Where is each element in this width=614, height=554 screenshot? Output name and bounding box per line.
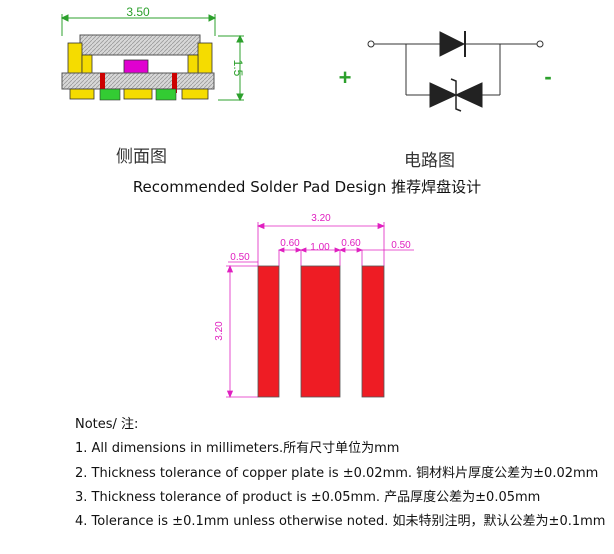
diode-top-icon: [439, 31, 466, 57]
left-terminal-circle: [367, 40, 375, 48]
pad-right-width-label: 0.50: [391, 240, 411, 251]
bottom-pad-green-right: [155, 88, 177, 101]
left-lead: [81, 54, 93, 74]
circuit-drawing: [367, 31, 544, 112]
pad-total-width-label: 3.20: [311, 213, 331, 224]
bottom-pad-left: [69, 88, 95, 100]
pad-height-dimension: [226, 264, 234, 399]
pad-total-width-dimension: [256, 222, 386, 230]
bottom-pad-center: [123, 88, 153, 100]
pad-segment-dimension: [228, 247, 414, 263]
note-item-1: 1. All dimensions in millimeters.所有尺寸单位为…: [75, 441, 400, 456]
side-width-label: 3.50: [126, 5, 150, 19]
note-item-4: 4. Tolerance is ±0.1mm unless otherwise …: [75, 514, 606, 529]
note-item-2: 2. Thickness tolerance of copper plate i…: [75, 466, 599, 481]
via-right: [172, 73, 177, 93]
pad-design-title: Recommended Solder Pad Design 推荐焊盘设计: [132, 178, 482, 196]
side-view-drawing: 3.50 1.5: [60, 5, 245, 102]
circuit-caption: 电路图: [404, 151, 455, 171]
minus-label: -: [544, 64, 551, 89]
solder-pad-left: [257, 265, 280, 398]
side-view-caption: 侧面图: [116, 147, 167, 167]
pad-left-width-label: 0.50: [230, 252, 250, 263]
solder-pad-right: [361, 265, 385, 398]
bottom-pad-green-left: [99, 88, 121, 101]
right-terminal-circle: [536, 40, 544, 48]
side-width-dimension: [60, 14, 217, 36]
left-terminal-top: [67, 42, 83, 74]
side-height-dimension: [218, 34, 244, 102]
bottom-pad-right: [181, 88, 209, 100]
notes-heading: Notes/ 注:: [75, 417, 139, 432]
pad-design-drawing: 3.20 0.50 0.60 1.00 0.60 0.50 3.20: [214, 213, 414, 399]
plus-label: +: [339, 65, 352, 90]
right-lead: [187, 54, 199, 74]
gap-left-label: 0.60: [280, 238, 300, 249]
center-pad-width-label: 1.00: [310, 242, 330, 253]
via-left: [100, 73, 105, 93]
solder-pad-center: [300, 265, 341, 398]
side-height-label: 1.5: [231, 60, 245, 77]
substrate-hatched: [61, 72, 215, 90]
note-item-3: 3. Thickness tolerance of product is ±0.…: [75, 490, 541, 505]
chip-die: [123, 59, 149, 74]
pad-height-label: 3.20: [214, 321, 225, 341]
top-body-hatched: [79, 34, 201, 56]
right-terminal-top: [197, 42, 213, 74]
gap-right-label: 0.60: [341, 238, 361, 249]
tvs-bidirectional-icon: [429, 78, 483, 112]
